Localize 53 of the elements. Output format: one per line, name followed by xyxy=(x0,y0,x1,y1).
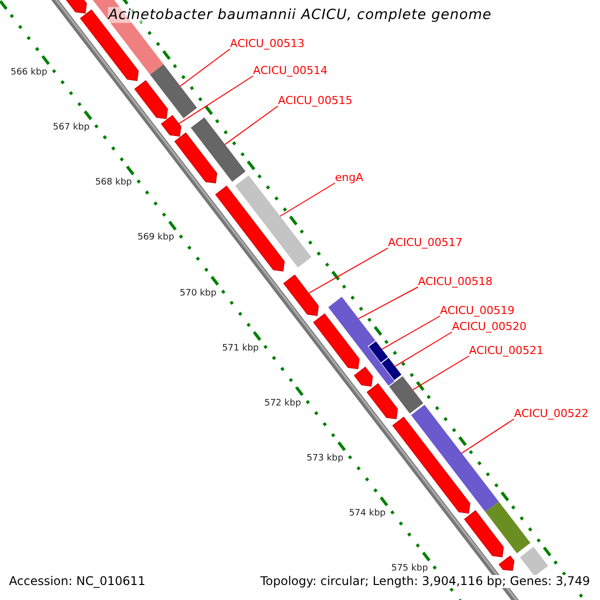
gene-bar xyxy=(235,175,312,268)
genome-info-text: Topology: circular; Length: 3,904,116 bp; Genes: 3,749 xyxy=(260,575,590,588)
leader-line xyxy=(178,76,254,124)
gene-label: ACICU_00517 xyxy=(388,236,462,249)
gene-bar xyxy=(313,313,360,370)
gene-bar xyxy=(190,117,246,182)
gene-bar xyxy=(160,114,182,137)
gene-bar xyxy=(283,274,319,316)
gene-label: ACICU_00521 xyxy=(469,344,544,357)
scale-label: 575 kbp xyxy=(391,562,428,576)
gene-bar xyxy=(382,358,402,380)
gene-label: ACICU_00514 xyxy=(253,64,328,77)
leader-line xyxy=(308,248,388,294)
gene-bar xyxy=(411,404,499,512)
scale-label: 570 kbp xyxy=(180,287,216,300)
gene-bar xyxy=(366,383,398,420)
leader-line xyxy=(394,332,452,367)
scale-label: 572 kbp xyxy=(264,397,302,410)
gene-bar xyxy=(174,132,218,184)
scale-label: 571 kbp xyxy=(222,342,259,356)
gene-bar xyxy=(368,341,388,363)
scale-label: 569 kbp xyxy=(137,232,174,245)
leader-line xyxy=(280,182,336,217)
leader-line xyxy=(180,48,230,87)
leader-line xyxy=(381,316,440,350)
gene-bar xyxy=(215,186,285,272)
leader-line xyxy=(224,106,278,145)
accession-text: Accession: NC_010611 xyxy=(9,575,146,588)
leader-line xyxy=(358,286,418,320)
gene-bar xyxy=(392,416,470,514)
leader-line xyxy=(412,356,470,390)
title: Acinetobacter baumannii ACICU, complete genome xyxy=(108,7,492,23)
scale-label: 566 kbp xyxy=(10,66,48,80)
gene-label: ACICU_00519 xyxy=(440,304,514,317)
gene-bar xyxy=(354,366,373,387)
scale-label: 573 kbp xyxy=(306,452,344,466)
gene-bar xyxy=(464,510,504,558)
gene-bar xyxy=(389,376,424,414)
gene-bar xyxy=(150,64,197,118)
gene-bar xyxy=(134,80,168,120)
gene-label: ACICU_00522 xyxy=(514,407,588,420)
gene-bar xyxy=(328,296,394,386)
scale-label: 568 kbp xyxy=(95,176,132,190)
gene-label: ACICU_00518 xyxy=(418,275,492,288)
gene-bar xyxy=(485,502,530,554)
scale-label: 567 kbp xyxy=(52,122,90,135)
scale-label: 574 kbp xyxy=(348,508,386,521)
gene-label: ACICU_00513 xyxy=(230,37,304,50)
gene-bar xyxy=(520,546,548,576)
gene-label: ACICU_00515 xyxy=(278,94,352,107)
gene-label: ACICU_00520 xyxy=(452,320,526,333)
gene-label: engA xyxy=(335,171,364,184)
leader-line xyxy=(461,418,514,454)
